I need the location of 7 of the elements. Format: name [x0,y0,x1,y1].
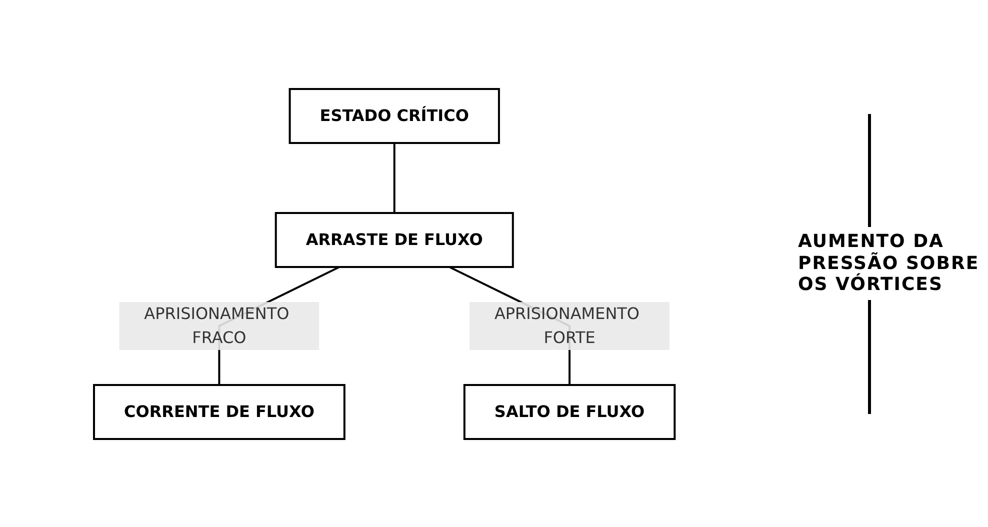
edge-label: APRISIONAMENTO FORTE [494,304,640,346]
node-box: ESTADO CRÍTICO [288,88,500,144]
connector [393,142,396,212]
node-box: SALTO DE FLUXO [463,384,676,440]
edge-label: APRISIONAMENTO FRACO [144,304,289,346]
node-box: ARRASTE DE FLUXO [274,212,514,268]
node-box: CORRENTE DE FLUXO [92,384,346,440]
